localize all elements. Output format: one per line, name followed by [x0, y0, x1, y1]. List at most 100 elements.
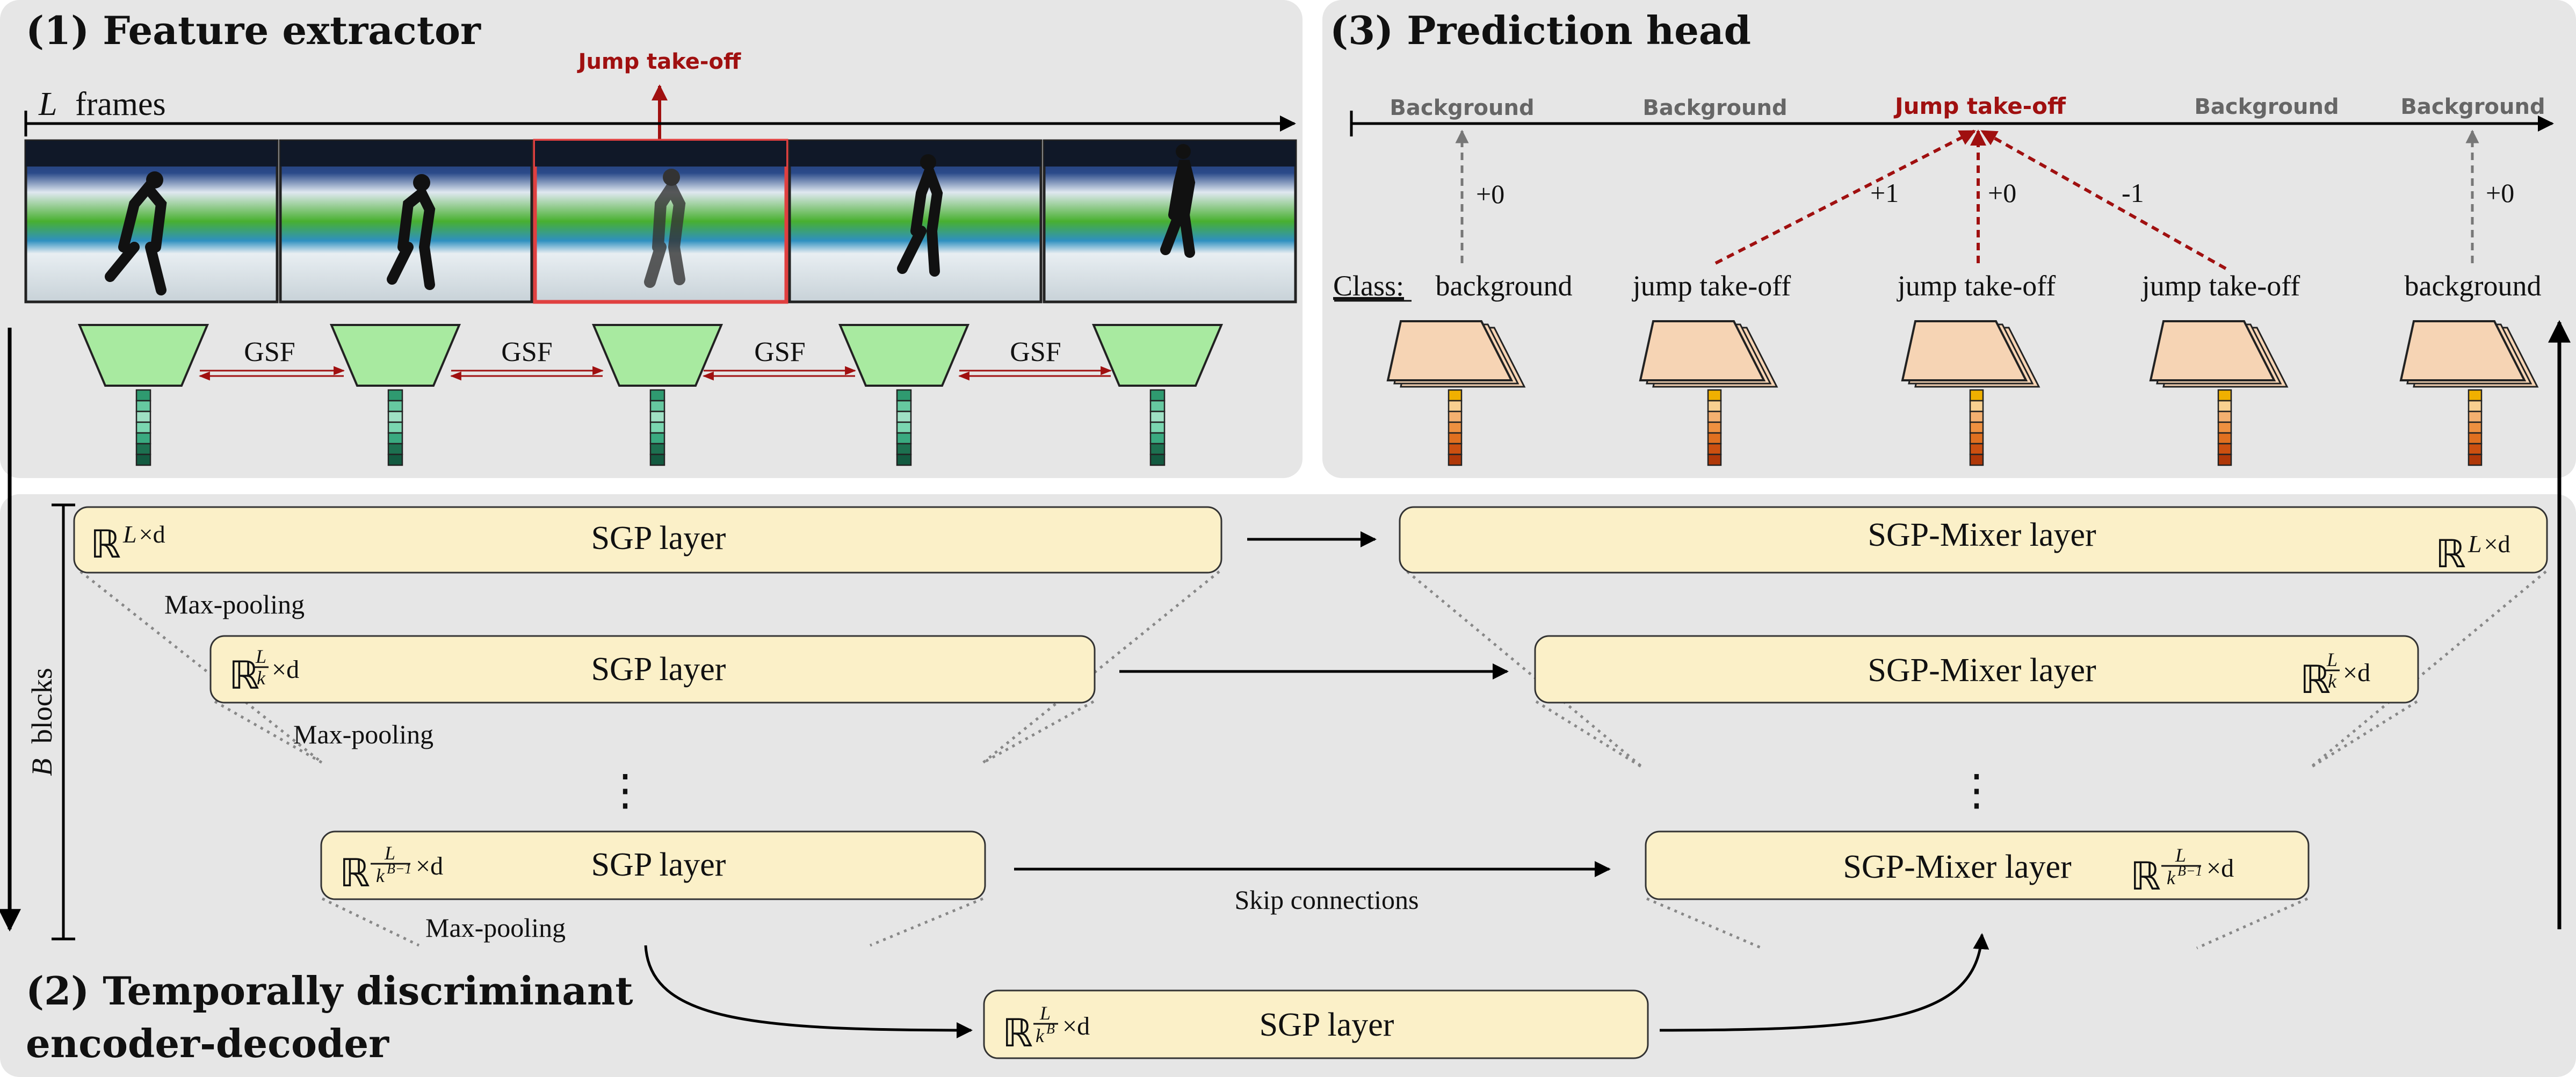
- dim-symbol: ℝ: [90, 523, 121, 566]
- dim-frac-num: L: [2175, 844, 2186, 866]
- offset-arrow-4: [1980, 129, 2227, 270]
- frame-4: [788, 139, 1043, 303]
- sgp-mixer-layer-2-label: SGP-Mixer layer: [1868, 652, 2096, 689]
- gsf-label-1: GSF: [244, 337, 295, 367]
- pooling-guides: [79, 570, 2547, 950]
- dim-frac-den-exp: B−1: [2177, 863, 2202, 879]
- gsf-label-3: GSF: [754, 337, 805, 367]
- gsf-connection-4: GSF: [958, 337, 1112, 381]
- panel3-title: (3) Prediction head: [1330, 8, 1751, 53]
- panel1-title: (1) Feature extractor: [26, 8, 481, 53]
- prediction-head-2: [1639, 320, 1778, 466]
- maxpool-label-2: Max-pooling: [293, 719, 433, 749]
- blocks-var: B: [26, 758, 58, 776]
- timeline-label-5: Background: [2400, 95, 2545, 119]
- dim-frac-den-exp: B: [1046, 1021, 1055, 1037]
- class-label-4: jump take-off: [2141, 270, 2300, 302]
- dim-symbol: ℝ: [2300, 659, 2331, 702]
- dim-frac-num: L: [2326, 649, 2338, 670]
- sgp-layer-2-label: SGP layer: [591, 651, 726, 688]
- dim-symbol: ℝ: [339, 852, 370, 895]
- video-frames: [24, 139, 1297, 304]
- head-vector-5: [2468, 389, 2483, 466]
- timeline-label-4: Background: [2194, 95, 2339, 119]
- dim-times-d: ×d: [2343, 659, 2370, 687]
- dim-symbol: ℝ: [1002, 1012, 1033, 1055]
- dim-times-d: ×d: [416, 852, 443, 880]
- maxpool-label-3: Max-pooling: [425, 913, 566, 943]
- panel-prediction-head: [1322, 0, 2576, 478]
- dim-times-d: ×d: [2206, 854, 2234, 883]
- dim-symbol: ℝ: [229, 654, 259, 697]
- class-prefix-label: Class:: [1333, 270, 1404, 302]
- sgp-layer-2-dim: ℝ L k ×d: [229, 646, 299, 697]
- dim-frac-den-k: k: [376, 865, 385, 886]
- frames-var: L: [38, 86, 57, 122]
- sgp-mixer-layer-2-dim: ℝ L k ×d: [2300, 649, 2370, 702]
- frame-3: [533, 139, 788, 304]
- feature-vector-5: [1149, 389, 1166, 466]
- dim-frac-den-k: k: [1036, 1025, 1045, 1046]
- class-label-5: background: [2405, 270, 2542, 302]
- offset-label-4: -1: [2122, 178, 2144, 208]
- prediction-head-4: [2149, 320, 2289, 466]
- prediction-head-3: [1901, 320, 2040, 466]
- feature-vector-4: [896, 389, 912, 466]
- dim-frac-den: k: [2328, 670, 2337, 692]
- sgp-layer-2: [209, 635, 1096, 704]
- offset-arrow-2: [1714, 129, 1976, 265]
- gsf-label-4: GSF: [1010, 337, 1061, 367]
- head-vector-3: [1969, 389, 1984, 466]
- head-vector-4: [2217, 389, 2232, 466]
- jump-takeoff-label: Jump take-off: [577, 49, 741, 74]
- frame-1: [24, 139, 279, 303]
- decoder-ellipsis: ⋮: [1955, 767, 1998, 814]
- frames-word: frames: [75, 86, 166, 122]
- dim-exp: L: [122, 521, 137, 548]
- dim-exp-d: ×d: [139, 521, 165, 548]
- sgp-mixer-layer-3: [1645, 830, 2310, 900]
- dim-frac-den-exp: B−1: [387, 861, 411, 877]
- blocks-label: B blocks: [26, 668, 58, 776]
- blocks-word: blocks: [26, 668, 58, 743]
- class-label-3: jump take-off: [1897, 270, 2056, 302]
- timeline-label-3: Jump take-off: [1893, 93, 2066, 119]
- dim-exp: L: [2468, 530, 2482, 558]
- curve-to-bottleneck: [644, 945, 973, 1038]
- feature-extractor-4: [838, 324, 970, 466]
- maxpool-label-1: Max-pooling: [164, 589, 305, 619]
- panel2-title-line1: (2) Temporally discriminant: [26, 968, 633, 1014]
- sgp-mixer-layer-3-dim: ℝ L k B−1 ×d: [2130, 844, 2234, 898]
- panel2-title-line2: encoder-decoder: [26, 1021, 389, 1066]
- sgp-layer-3: [320, 830, 986, 900]
- sgp-mixer-layer-1: [1399, 506, 2548, 574]
- gsf-label-2: GSF: [501, 337, 552, 367]
- timeline-label-1: Background: [1390, 96, 1534, 120]
- skip-connections-label: Skip connections: [1234, 885, 1419, 915]
- gsf-connection-3: GSF: [702, 337, 857, 381]
- class-label-2: jump take-off: [1632, 270, 1791, 302]
- dim-frac-num: L: [1039, 1002, 1051, 1024]
- frames-label: L frames: [38, 86, 166, 122]
- dim-exp-d: ×d: [2484, 530, 2510, 558]
- encoder-ellipsis: ⋮: [604, 767, 647, 814]
- dim-symbol: ℝ: [2435, 533, 2466, 576]
- dim-symbol: ℝ: [2130, 855, 2161, 898]
- sgp-mixer-layer-2: [1534, 635, 2419, 704]
- dim-frac-den-k: k: [2167, 867, 2176, 888]
- sgp-bottleneck-dim: ℝ L k B ×d: [1002, 1002, 1090, 1055]
- offset-label-3: +0: [1988, 178, 2016, 208]
- dim-frac-den: k: [257, 667, 266, 689]
- head-vector-1: [1448, 389, 1463, 466]
- sgp-mixer-layer-1-label: SGP-Mixer layer: [1868, 517, 2096, 553]
- sgp-mixer-layer-3-label: SGP-Mixer layer: [1843, 849, 2072, 885]
- feature-extractor-5: [1091, 324, 1224, 466]
- head-vector-2: [1707, 389, 1722, 466]
- sgp-bottleneck-layer: [983, 989, 1649, 1059]
- dim-frac-num: L: [255, 646, 266, 667]
- gsf-connection-2: GSF: [450, 337, 604, 381]
- dim-times-d: ×d: [272, 655, 299, 684]
- sgp-layer-3-dim: ℝ L k B−1 ×d: [339, 842, 443, 895]
- sgp-mixer-layer-1-dim: ℝ L ×d: [2435, 530, 2510, 576]
- feature-vector-2: [387, 389, 403, 466]
